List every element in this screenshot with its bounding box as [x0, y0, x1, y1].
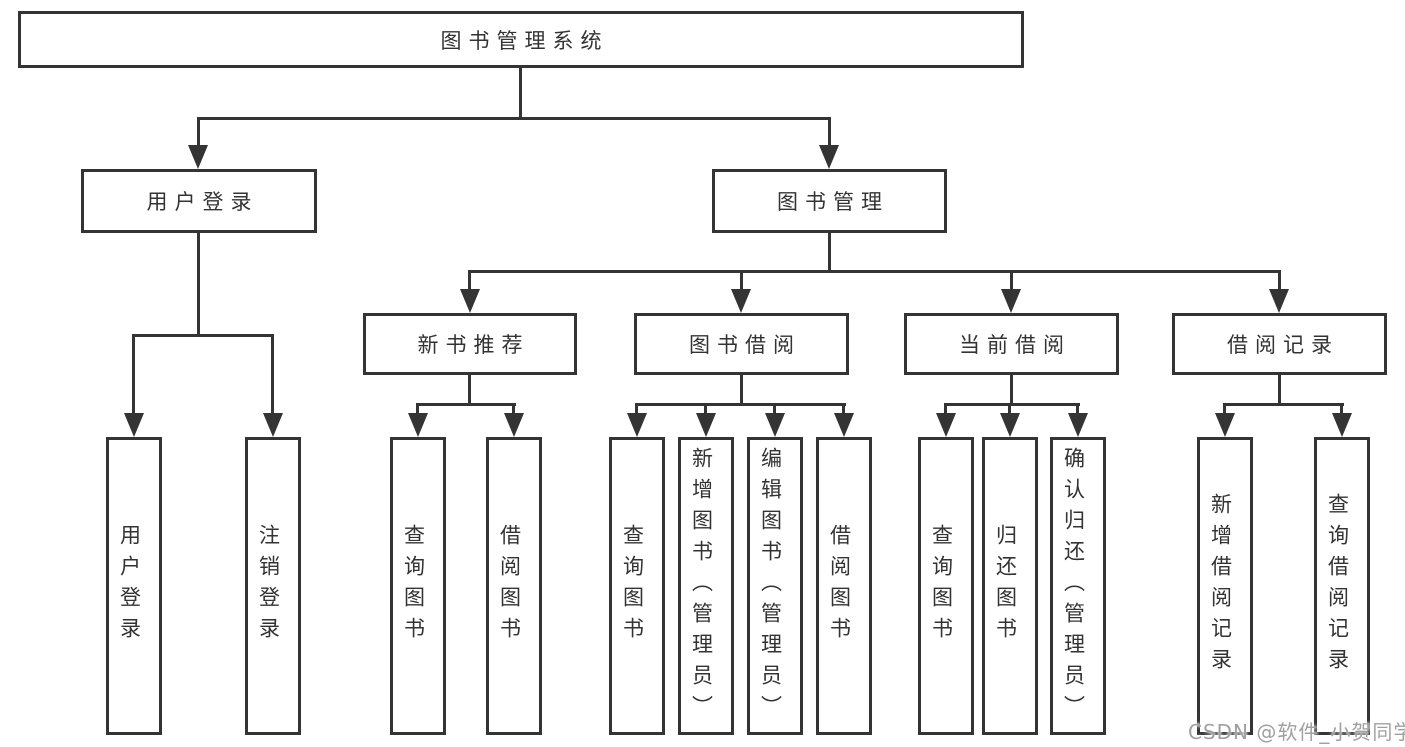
leaf-logout-label: 注销登录 [256, 524, 281, 648]
arrow-down-icon [765, 413, 785, 437]
node-book-borrow-label: 图书借阅 [689, 333, 801, 357]
leaf-user-login: 用户登录 [106, 437, 162, 735]
arrow-down-icon [124, 413, 144, 437]
connector-line [197, 233, 200, 336]
arrow-down-icon [460, 289, 480, 313]
arrow-down-icon [1215, 413, 1235, 437]
connector-line [828, 233, 831, 273]
connector-line [1008, 403, 1011, 417]
leaf-borrow-borrow-book: 借阅图书 [816, 437, 872, 735]
node-borrow-records: 借阅记录 [1172, 313, 1387, 375]
leaf-recommend-borrow-book: 借阅图书 [486, 437, 542, 735]
connector-line [1010, 270, 1013, 295]
node-book-management-label: 图书管理 [777, 190, 889, 214]
node-new-book-recommend-label: 新书推荐 [417, 333, 530, 357]
connector-line [1010, 375, 1013, 406]
leaf-current-confirm-return: 确认归还（管理员） [1050, 437, 1106, 735]
arrow-down-icon [696, 413, 716, 437]
node-book-management: 图书管理 [712, 169, 947, 233]
node-root-label: 图书管理系统 [440, 28, 609, 53]
connector-line [944, 403, 947, 417]
arrow-down-icon [263, 413, 283, 437]
connector-line [271, 334, 274, 417]
connector-line [740, 270, 743, 295]
connector-line [1223, 403, 1344, 406]
leaf-borrow-edit-book: 编辑图书（管理员） [747, 437, 803, 735]
connector-line [635, 403, 846, 406]
connector-line [828, 117, 831, 150]
connector-line [704, 403, 707, 417]
connector-line [740, 375, 743, 406]
connector-line [468, 270, 471, 295]
leaf-records-add-record-label: 新增借阅记录 [1208, 493, 1233, 679]
leaf-recommend-query-book: 查询图书 [390, 437, 446, 735]
leaf-user-login-label: 用户登录 [117, 524, 142, 648]
arrow-down-icon [504, 413, 524, 437]
leaf-records-add-record: 新增借阅记录 [1197, 437, 1253, 735]
connector-line [519, 68, 522, 119]
connector-line [132, 334, 135, 417]
leaf-records-query-record-label: 查询借阅记录 [1325, 493, 1350, 679]
leaf-borrow-edit-book-label: 编辑图书（管理员） [758, 446, 783, 726]
leaf-borrow-borrow-book-label: 借阅图书 [827, 524, 852, 648]
connector-line [197, 117, 200, 150]
arrow-down-icon [731, 289, 751, 313]
arrow-down-icon [1332, 413, 1352, 437]
leaf-recommend-borrow-book-label: 借阅图书 [497, 524, 522, 648]
leaf-borrow-query-book: 查询图书 [609, 437, 665, 735]
connector-line [635, 403, 638, 417]
arrow-down-icon [819, 145, 839, 169]
connector-line [132, 334, 274, 337]
connector-line [468, 270, 1281, 273]
leaf-current-query-book-label: 查询图书 [929, 524, 954, 648]
connector-line [468, 375, 471, 406]
arrow-down-icon [627, 413, 647, 437]
connector-line [1340, 403, 1343, 417]
leaf-borrow-add-book: 新增图书（管理员） [678, 437, 734, 735]
node-current-borrow-label: 当前借阅 [959, 333, 1071, 357]
node-root: 图书管理系统 [18, 11, 1024, 68]
node-book-borrow: 图书借阅 [634, 313, 849, 375]
connector-line [773, 403, 776, 417]
connector-line [416, 403, 516, 406]
watermark: CSDN @软件_小贺同学 [1188, 720, 1405, 744]
arrow-down-icon [188, 145, 208, 169]
arrow-down-icon [1269, 289, 1289, 313]
leaf-records-query-record: 查询借阅记录 [1314, 437, 1370, 735]
connector-line [842, 403, 845, 417]
arrow-down-icon [408, 413, 428, 437]
arrow-down-icon [834, 413, 854, 437]
connector-line [944, 403, 1080, 406]
node-current-borrow: 当前借阅 [904, 313, 1119, 375]
connector-line [1223, 403, 1226, 417]
leaf-borrow-add-book-label: 新增图书（管理员） [689, 446, 714, 726]
leaf-borrow-query-book-label: 查询图书 [620, 524, 645, 648]
node-user-login-label: 用户登录 [146, 190, 259, 214]
arrow-down-icon [1001, 289, 1021, 313]
leaf-current-return-book-label: 归还图书 [993, 524, 1018, 648]
node-user-login: 用户登录 [81, 169, 317, 233]
connector-line [416, 403, 419, 417]
arrow-down-icon [1068, 413, 1088, 437]
connector-line [197, 117, 831, 120]
leaf-current-return-book: 归还图书 [982, 437, 1038, 735]
connector-line [512, 403, 515, 417]
node-new-book-recommend: 新书推荐 [363, 313, 577, 375]
leaf-current-confirm-return-label: 确认归还（管理员） [1061, 446, 1086, 726]
connector-line [1076, 403, 1079, 417]
arrow-down-icon [1000, 413, 1020, 437]
node-borrow-records-label: 借阅记录 [1227, 333, 1339, 357]
leaf-logout: 注销登录 [245, 437, 301, 735]
connector-line [1278, 270, 1281, 295]
arrow-down-icon [936, 413, 956, 437]
leaf-current-query-book: 查询图书 [918, 437, 974, 735]
connector-line [1278, 375, 1281, 406]
leaf-recommend-query-book-label: 查询图书 [401, 524, 426, 648]
